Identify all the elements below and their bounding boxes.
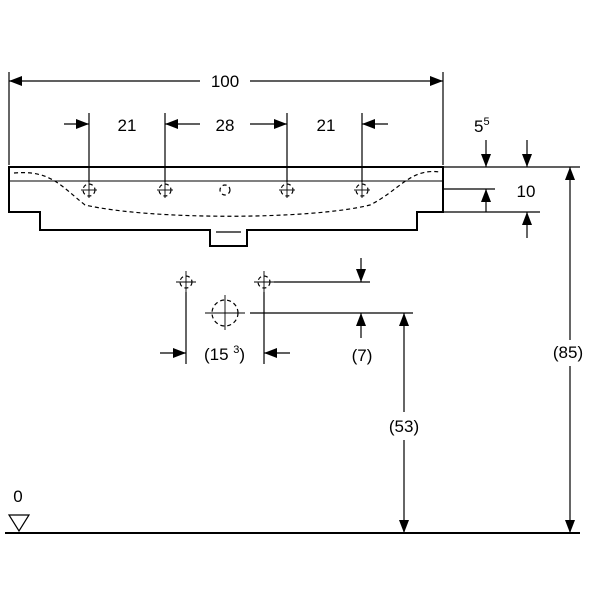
- drain-connection: [205, 295, 245, 330]
- drain-height-label: (53): [389, 417, 419, 436]
- tap-spacing-center-label: 28: [216, 116, 235, 135]
- tap-hole-marker-2: [157, 182, 173, 198]
- drain-height-dimension: [399, 313, 409, 533]
- rim-thickness-label: 10: [517, 182, 536, 201]
- tap-spacing-left-label: 21: [118, 116, 137, 135]
- supply-connection-markers: [176, 271, 274, 330]
- connection-offset-dimension: [250, 258, 413, 338]
- rim-height-dimension: [565, 167, 575, 533]
- floor-level-label: 0: [13, 487, 22, 506]
- rim-dimension: [443, 140, 580, 238]
- supply-connection-right: [254, 271, 274, 293]
- overall-width-label: 100: [211, 72, 239, 91]
- floor-level-marker: [7, 514, 31, 533]
- tap-hole-marker-4: [354, 182, 370, 198]
- tap-hole-marker-1: [81, 182, 97, 198]
- tap-spacing-right-label: 21: [317, 116, 336, 135]
- tap-spacing-dimension: [64, 113, 388, 182]
- tap-hole-center-marker: [219, 184, 231, 196]
- connection-spacing-label: (15 3): [204, 344, 245, 364]
- connection-spacing-dimension: [160, 292, 290, 364]
- overall-width-dimension: [8, 72, 444, 165]
- tap-hole-marker-3: [279, 182, 295, 198]
- supply-connection-left: [176, 271, 196, 293]
- tap-hole-markers: [81, 182, 370, 198]
- rim-height-label: (85): [553, 343, 583, 362]
- basin-outline: [8, 166, 444, 247]
- rim-offset-label: 55: [474, 116, 490, 136]
- connection-offset-label: (7): [352, 346, 373, 365]
